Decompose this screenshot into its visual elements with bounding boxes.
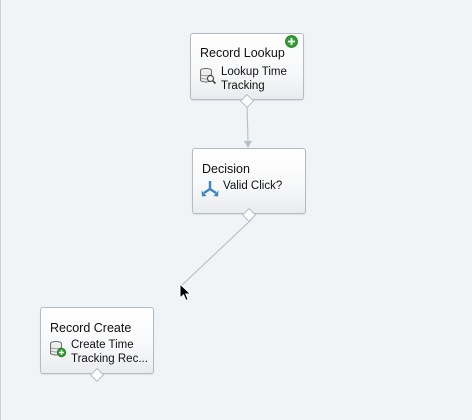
node-label-line: Tracking Rec... <box>71 352 148 365</box>
decision-node[interactable]: Decision Valid Click? <box>192 148 306 223</box>
record-lookup-icon <box>200 68 217 85</box>
connector-lookup-to-decision[interactable] <box>246 104 249 143</box>
node-title: Record Lookup <box>200 46 285 60</box>
connector-decision-dragging[interactable] <box>180 218 253 287</box>
node-label: Create Time Tracking Rec... <box>71 339 148 366</box>
start-element-icon <box>285 35 298 48</box>
mouse-pointer-icon <box>179 283 192 302</box>
node-label: Lookup Time Tracking <box>221 66 287 93</box>
decision-icon <box>201 181 219 197</box>
record-lookup-node[interactable]: Record Lookup Lookup Time Tracking <box>190 33 304 109</box>
record-create-node[interactable]: Record Create Create Time Tracking Rec..… <box>40 307 154 383</box>
canvas-left-border <box>0 0 1 420</box>
node-label-line: Lookup Time <box>221 66 287 78</box>
connector-arrowhead <box>244 141 252 148</box>
node-label: Valid Click? <box>223 180 282 194</box>
node-title: Decision <box>202 162 250 176</box>
node-title: Record Create <box>50 321 132 335</box>
node-label-line: Tracking <box>221 79 265 92</box>
node-label-line: Valid Click? <box>223 180 283 192</box>
node-label-line: Create Time <box>71 339 134 351</box>
record-create-icon <box>50 341 67 358</box>
